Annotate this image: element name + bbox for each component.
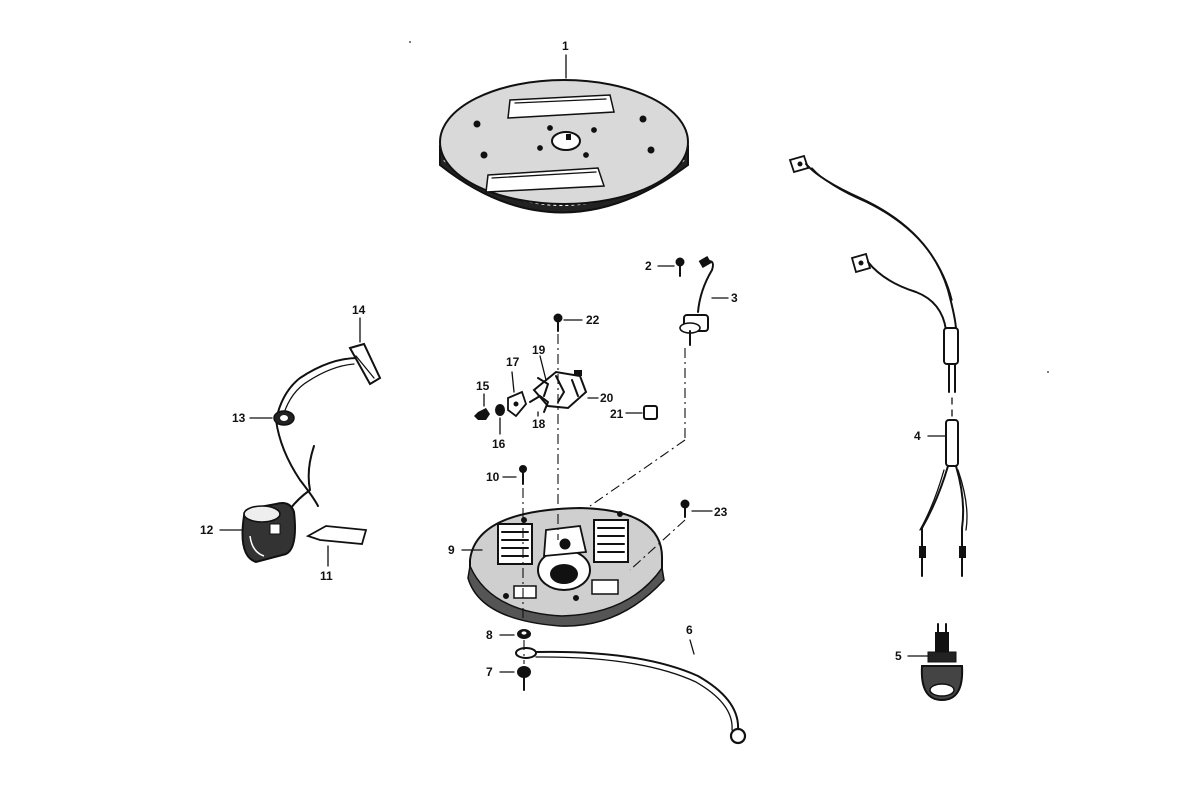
callout-5: 5 [895, 649, 902, 663]
speck [409, 41, 411, 43]
stator-plate-part-9 [467, 506, 665, 627]
alignment-lines [522, 334, 686, 664]
screw-part-2 [675, 257, 685, 277]
wire-harness-part-4 [788, 154, 968, 577]
flywheel-part [439, 79, 689, 214]
ground-wire-part-6 [515, 647, 747, 745]
callout-7: 7 [486, 665, 493, 679]
callout-23: 23 [714, 505, 728, 519]
callout-8: 8 [486, 628, 493, 642]
callout-labels: 1 2 3 4 5 6 7 8 9 10 11 12 13 14 15 16 1… [200, 39, 921, 679]
callout-20: 20 [600, 391, 614, 405]
leader-lines [219, 54, 947, 673]
breaker-points-part-19 [532, 370, 588, 410]
screw-part-10 [519, 465, 527, 485]
callout-12: 12 [200, 523, 214, 537]
speck [1047, 371, 1049, 373]
callout-10: 10 [486, 470, 500, 484]
callout-3: 3 [731, 291, 738, 305]
callout-9: 9 [448, 543, 455, 557]
switch-part-5 [920, 623, 964, 702]
screw-part-22 [553, 313, 563, 332]
spring-part-18 [529, 395, 549, 413]
nut-part-7 [517, 666, 531, 691]
callout-15: 15 [476, 379, 490, 393]
callout-6: 6 [686, 623, 693, 637]
grommet-part-13 [273, 410, 295, 426]
callout-1: 1 [562, 39, 569, 53]
callout-17: 17 [506, 355, 520, 369]
ignition-coil-part-12 [241, 502, 296, 564]
condenser-part-3 [679, 256, 714, 346]
callout-19: 19 [532, 343, 546, 357]
coil-wire [287, 445, 315, 513]
key-part-11 [305, 525, 368, 545]
cam-part-21 [643, 405, 658, 420]
callout-4: 4 [914, 429, 921, 443]
wick-part-17 [507, 390, 528, 418]
washer-part-8 [517, 629, 531, 639]
callout-2: 2 [645, 259, 652, 273]
callout-11: 11 [320, 569, 333, 583]
washer-part-16 [495, 404, 505, 416]
callout-21: 21 [610, 407, 624, 421]
spark-plug-lead-part-14 [275, 342, 382, 507]
callout-16: 16 [492, 437, 506, 451]
callout-13: 13 [232, 411, 246, 425]
nut-part-15 [474, 408, 490, 420]
callout-18: 18 [532, 417, 546, 431]
callout-22: 22 [586, 313, 600, 327]
callout-14: 14 [352, 303, 366, 317]
screw-part-23 [680, 499, 690, 518]
